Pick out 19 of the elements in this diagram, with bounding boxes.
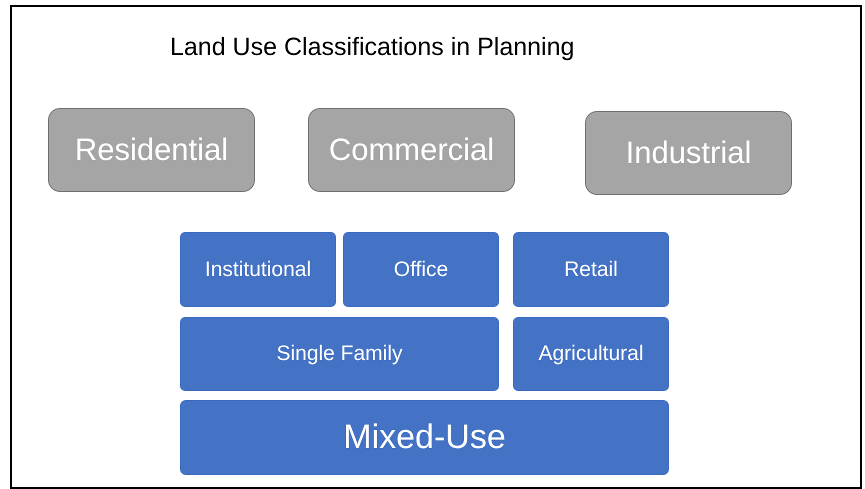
category-box <box>308 108 515 192</box>
category-box <box>48 108 255 192</box>
title: Land Use Classifications in Planning <box>170 33 574 62</box>
category-box <box>585 111 792 195</box>
land-use-box <box>513 232 669 307</box>
box-label: Office <box>394 258 448 282</box>
land-use-box <box>180 232 336 307</box>
land-use-box <box>513 317 669 391</box>
box-label: Industrial <box>626 135 752 171</box>
box-label: Residential <box>74 132 228 168</box>
land-use-box <box>343 232 499 307</box>
box-label: Single Family <box>276 342 403 366</box>
land-use-box <box>180 317 499 391</box>
box-label: Commercial <box>328 132 494 168</box>
box-label: Mixed-Use <box>343 418 506 457</box>
box-label: Institutional <box>204 258 312 282</box>
box-label: Retail <box>564 258 618 282</box>
land-use-box <box>180 400 669 475</box>
box-label: Agricultural <box>538 342 644 366</box>
